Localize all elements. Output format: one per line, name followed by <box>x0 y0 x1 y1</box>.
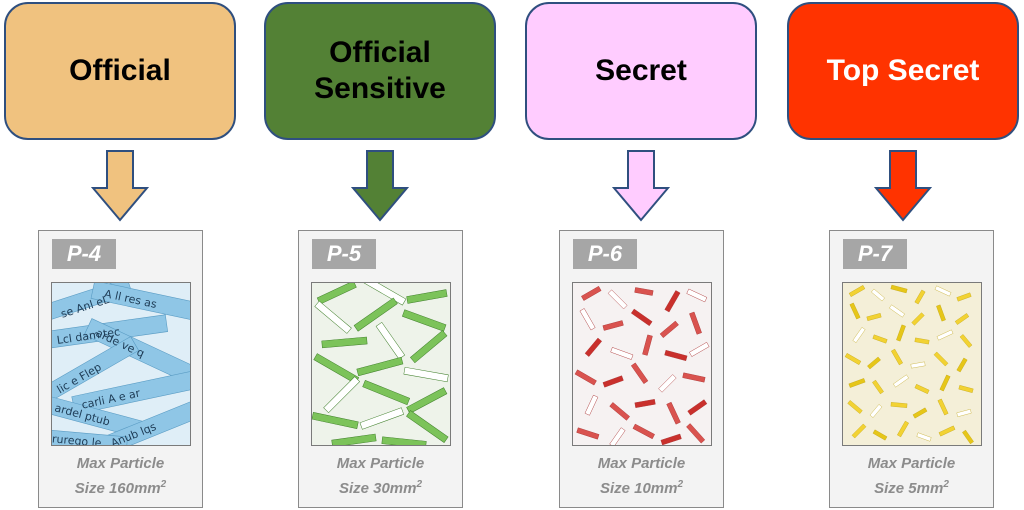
security-level-tag: P-5 <box>312 239 376 269</box>
particle-size-caption: Max Particle Size 160mm2 <box>39 453 202 499</box>
caption-size: Size 30mm <box>338 480 417 497</box>
caption-superscript: 2 <box>677 479 684 490</box>
down-arrow-icon <box>351 150 409 222</box>
down-arrow-icon <box>612 150 670 222</box>
shred-level-card-p4: P-4 se Anl eL A ll res as <box>38 230 203 508</box>
caption-line1: Max Particle <box>336 455 425 472</box>
shred-level-card-p6: P-6 <box>559 230 724 508</box>
caption-superscript: 2 <box>943 479 949 490</box>
svg-text:rurego le: rurego le <box>52 432 102 446</box>
shredded-paper-image <box>842 282 982 446</box>
category-column-secret: Secret P-6 <box>525 0 765 510</box>
caption-line1: Max Particle <box>597 455 686 472</box>
caption-size: Size 160mm <box>74 480 161 497</box>
shredded-paper-image <box>572 282 712 446</box>
category-header-official-sensitive: Official Sensitive <box>264 2 496 140</box>
security-level-tag: P-7 <box>843 239 907 269</box>
category-title-line1: Secret <box>595 54 687 87</box>
caption-size: Size 5mm <box>874 480 944 497</box>
caption-superscript: 2 <box>416 479 423 490</box>
shredded-paper-image <box>311 282 451 446</box>
category-title-line1: Official <box>69 54 171 87</box>
security-level-tag: P-6 <box>573 239 637 269</box>
caption-line1: Max Particle <box>76 455 165 472</box>
category-column-official: Official P-4 <box>4 0 244 510</box>
category-header-official: Official <box>4 2 236 140</box>
shred-level-card-p7: P-7 <box>829 230 994 508</box>
security-level-tag: P-4 <box>52 239 116 269</box>
shred-level-card-p5: P-5 <box>298 230 463 508</box>
particle-size-caption: Max Particle Size 5mm2 <box>830 453 993 499</box>
caption-size: Size 10mm <box>599 480 678 497</box>
category-header-top-secret: Top Secret <box>787 2 1019 140</box>
down-arrow-icon <box>91 150 149 222</box>
particle-size-caption: Max Particle Size 10mm2 <box>560 453 723 499</box>
category-title-line1: Top Secret <box>826 54 980 87</box>
category-header-secret: Secret <box>525 2 757 140</box>
caption-superscript: 2 <box>160 479 167 490</box>
particle-size-caption: Max Particle Size 30mm2 <box>299 453 462 499</box>
category-column-top-secret: Top Secret P-7 <box>787 0 1024 510</box>
category-title-line2: Sensitive <box>314 72 446 105</box>
shredded-paper-image: se Anl eL A ll res as Lcl dam tec arde v… <box>51 282 191 446</box>
category-title-line1: Official <box>329 36 431 69</box>
category-column-official-sensitive: Official Sensitive P-5 <box>264 0 504 510</box>
down-arrow-icon <box>874 150 932 222</box>
caption-line1: Max Particle <box>867 455 956 472</box>
